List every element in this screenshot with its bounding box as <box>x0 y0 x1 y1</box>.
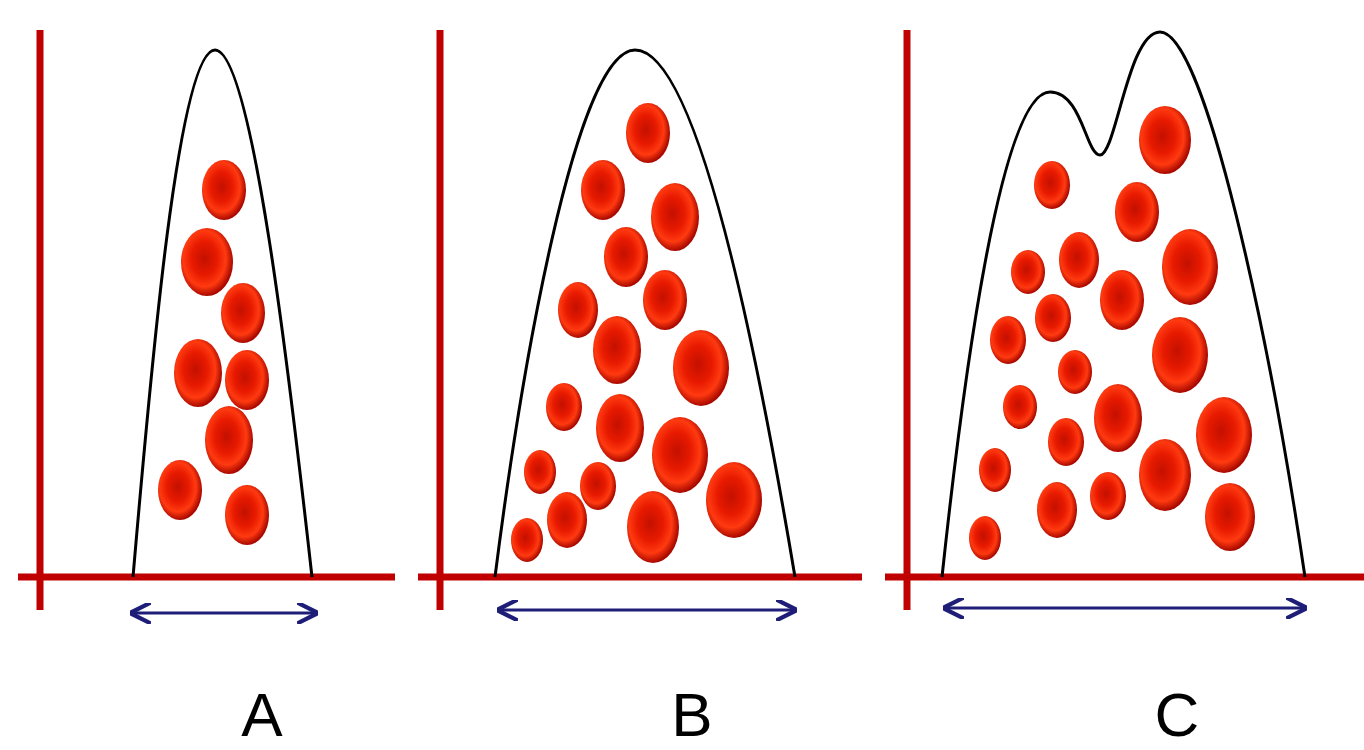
panel-label: A <box>241 684 282 746</box>
panel-label: B <box>671 684 712 746</box>
red-blood-cells <box>158 103 1255 563</box>
width-arrows <box>132 608 1305 613</box>
distribution-curves <box>133 32 1305 577</box>
axes <box>18 30 1364 610</box>
panel-label: C <box>1155 684 1200 746</box>
